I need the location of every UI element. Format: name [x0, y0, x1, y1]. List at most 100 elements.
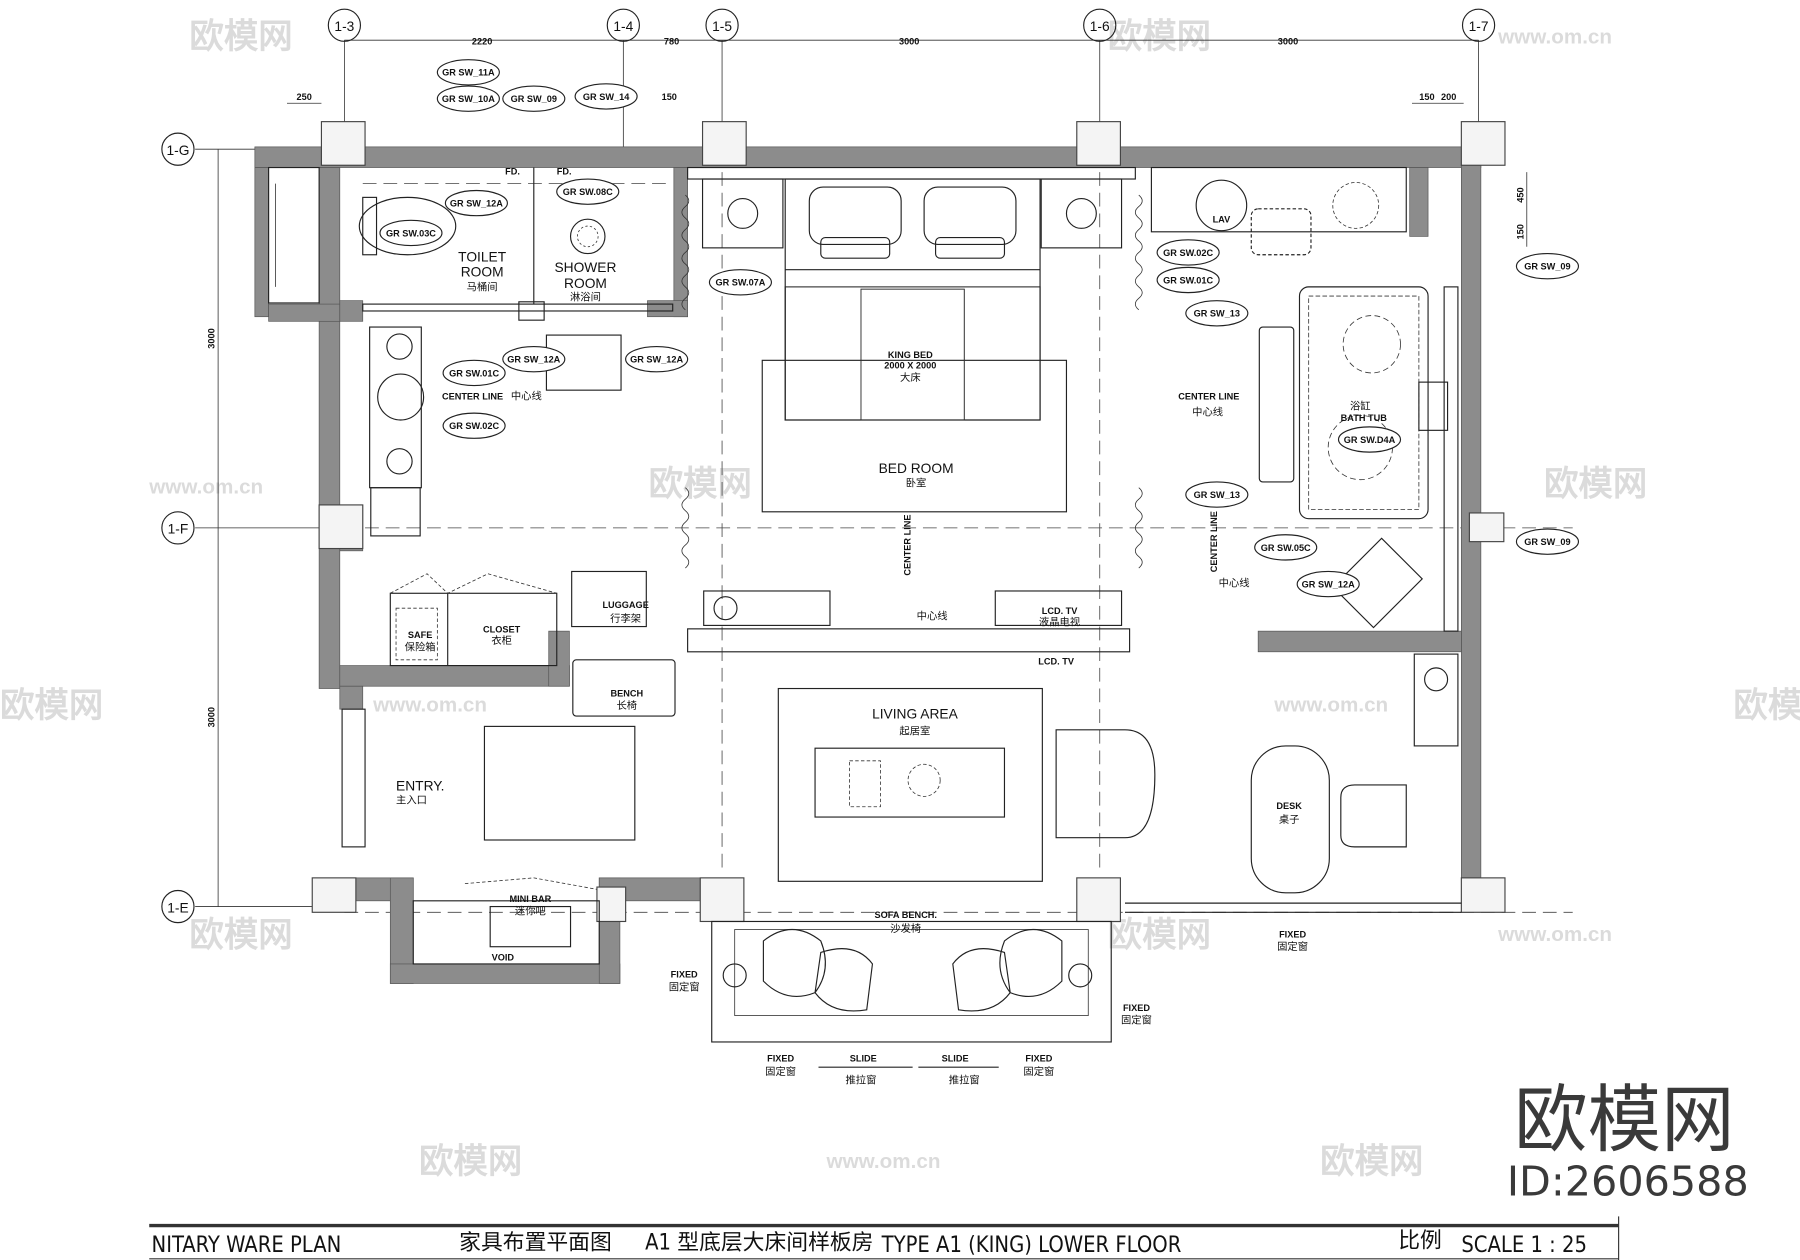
king-bed-label: KING BED	[888, 350, 933, 360]
tag-ellipse	[502, 345, 566, 373]
fixed-window-cn: 固定窗	[1277, 940, 1308, 953]
dimension-text: 450	[1515, 187, 1525, 202]
fixture-tag: GR SW_09	[1515, 528, 1580, 555]
fixture-tag: GR SW.07A	[708, 269, 773, 296]
living-rug	[777, 687, 1043, 882]
grid-label: 1-3	[334, 19, 354, 34]
grid-bubbles: 1-3 1-4 1-5 1-6 1-7 1-G 1-F 1-E	[161, 8, 1496, 924]
lav-label: LAV	[1213, 215, 1232, 225]
fixed-window-cn: 固定窗	[1023, 1065, 1054, 1078]
slide-window-label: SLIDE	[850, 1053, 877, 1063]
toilet-bowl	[358, 196, 457, 256]
watermark-brand: 欧模网	[1733, 687, 1800, 725]
grid-label: 1-6	[1090, 19, 1110, 34]
watermark-id: ID:2606588	[1507, 1158, 1749, 1206]
fixed-window-cn: 固定窗	[765, 1065, 796, 1078]
tag-ellipse	[556, 178, 620, 205]
fixture-tag: GR SW_12A	[444, 189, 508, 217]
fixture-tag: GR SW_10A	[436, 85, 500, 112]
tag-label: GR SW.02C	[449, 421, 499, 431]
watermark-url: www.om.cn	[1497, 923, 1612, 946]
living-area-label: LIVING AREA	[872, 706, 959, 721]
dimension-text: 3000	[207, 328, 217, 348]
center-line-label: CENTER LINE	[1209, 511, 1219, 572]
grid-label: 1-F	[168, 522, 189, 537]
fixture-tag: GR SW.02C	[1156, 239, 1220, 266]
watermark-brand: 欧模网	[649, 466, 752, 504]
center-line-label: CENTER LINE	[1178, 391, 1239, 401]
tag-label: GR SW_12A	[1302, 580, 1355, 590]
fixture-tag: GR SW.D4A	[1337, 426, 1402, 453]
tag-ellipse	[442, 412, 506, 439]
safe-label: SAFE	[408, 630, 432, 640]
tag-label: GR SW_13	[1194, 490, 1240, 500]
tag-label: GR SW.D4A	[1344, 435, 1396, 445]
watermark-brand: 欧模网	[1320, 1143, 1423, 1181]
sofa-bench-label: SOFA BENCH.	[875, 910, 937, 920]
tag-ellipse	[444, 189, 508, 217]
watermark-brand: 欧模网	[1544, 466, 1647, 504]
bedroom-rug	[761, 359, 1068, 513]
bedroom-label: BED ROOM	[879, 461, 954, 476]
room-type: TYPE A1 (KING) LOWER FLOOR	[881, 1233, 1182, 1258]
bench-label: BENCH	[610, 689, 643, 699]
fixed-window-label: FIXED	[1123, 1003, 1150, 1013]
tag-ellipse	[379, 219, 443, 247]
tag-label: GR SW_09	[1524, 537, 1570, 547]
desk-label: DESK	[1276, 801, 1302, 811]
fixed-window-label: FIXED	[1279, 930, 1306, 940]
watermark-url: www.om.cn	[372, 693, 487, 716]
grid-label: 1-4	[613, 19, 633, 34]
fixed-window-label: FIXED	[767, 1053, 794, 1063]
desk-cn: 桌子	[1279, 813, 1300, 826]
dimensions: 2220 780 3000 3000 250 150 150 200 450 1…	[207, 37, 1528, 727]
tag-ellipse	[1185, 300, 1249, 327]
mini-bar-cn: 迷你吧	[515, 905, 546, 918]
fixture-tag: GR SW.03C	[379, 219, 443, 247]
tag-label: GR SW_09	[511, 94, 557, 104]
shower-room-label: SHOWER	[554, 260, 616, 275]
dimension-text: 3000	[899, 37, 919, 47]
watermarks: 欧模网 欧模网 www.om.cn 欧模网 欧模网 www.om.cn 欧模网 …	[0, 18, 1800, 1181]
luggage-label: LUGGAGE	[602, 600, 648, 610]
bedroom-cn: 卧室	[906, 477, 927, 490]
bath-tub-cn: 浴缸	[1350, 400, 1371, 413]
tag-ellipse	[1515, 528, 1580, 555]
lcd-tv-label: LCD. TV	[1038, 656, 1075, 666]
tag-ellipse	[1185, 481, 1249, 508]
fixed-window-cn: 固定窗	[1121, 1014, 1152, 1027]
tag-label: GR SW.07A	[715, 278, 765, 288]
center-line-cn: 中心线	[917, 610, 948, 623]
watermark-brand: 欧模网	[189, 917, 292, 955]
tag-label: GR SW.03C	[386, 228, 436, 238]
floor-drain-label: FD.	[557, 166, 572, 176]
tag-ellipse	[436, 85, 500, 112]
walls	[254, 121, 1506, 984]
watermark-brand: 欧模网	[419, 1143, 522, 1181]
grid-label: 1-7	[1469, 19, 1489, 34]
fixture-tag: GR SW.01C	[442, 359, 506, 387]
safe-cn: 保险箱	[405, 641, 436, 654]
tag-ellipse	[574, 83, 638, 110]
dimension-text: 150	[1515, 224, 1525, 239]
dimension-text: 150	[1419, 92, 1434, 102]
watermark-brand: 欧模网	[1108, 917, 1211, 955]
tag-ellipse	[1337, 426, 1402, 453]
tag-label: GR SW.02C	[1163, 248, 1213, 258]
fixture-tag: GR SW_12A	[625, 345, 689, 373]
fixed-window-cn: 固定窗	[669, 980, 700, 993]
tag-ellipse	[436, 59, 500, 86]
slide-window-cn: 推拉窗	[949, 1073, 980, 1086]
plan-name-cn: 家具布置平面图	[459, 1231, 612, 1256]
luggage-rack	[571, 570, 647, 628]
dimension-text: 2220	[472, 37, 492, 47]
luggage-cn: 行李架	[610, 612, 641, 625]
entry-rug	[483, 725, 636, 841]
tag-label: GR SW_12A	[450, 199, 503, 209]
entry-label: ENTRY.	[396, 779, 444, 794]
watermark-brand: 欧模网	[189, 18, 292, 56]
scale: SCALE 1 : 25	[1461, 1233, 1587, 1258]
watermark-brand: 欧模网	[0, 687, 103, 725]
